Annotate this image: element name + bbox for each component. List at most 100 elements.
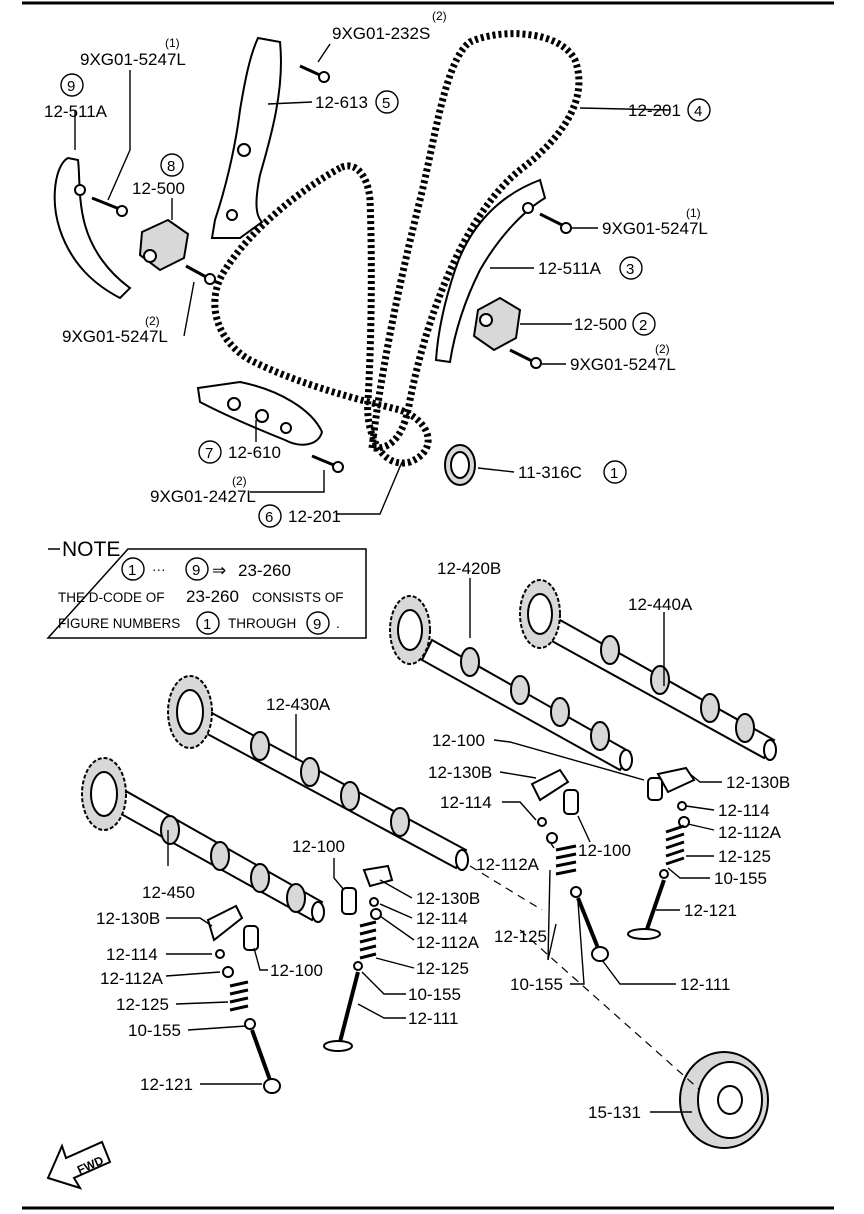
label-100-a: 12-100 [432,731,485,750]
guide-lower-hole-1 [227,397,241,411]
tensioner-right-plunger [479,313,493,327]
label-155-c: 10-155 [408,985,461,1004]
spring-seat-left [222,966,234,978]
label-500-left: 12-500 [132,179,185,198]
bolt-guide-lower [311,454,344,473]
label-5247-topleft: 9XG01-5247L [80,50,186,69]
guide-right-bolt-hole [522,202,534,214]
rocker-arm-middle [362,864,394,888]
camshaft-450 [81,757,325,923]
bolt-upper-left [91,196,128,217]
label-130b-a: 12-130B [428,763,492,782]
spring-seat-center [546,832,558,844]
label-5247-right1: 9XG01-5247L [602,219,708,238]
bolt-tensioner-arm [299,64,330,83]
note-line2-b: 23-260 [186,587,239,606]
label-440a: 12-440A [628,595,693,614]
valve-spring-center [555,844,577,876]
tensioner-arm [210,36,282,239]
note-arrow: ⇒ [212,561,226,580]
label-500-right: 12-500 [574,315,627,334]
note-line3-c: THROUGH [228,616,296,631]
tensioner-left-plunger [143,249,157,263]
fwd-arrow-icon: FWD [46,1140,112,1190]
guide-lower-hole-3 [280,422,292,434]
valve-right [627,879,666,940]
label-125-d: 12-125 [116,995,169,1014]
label-2427: 9XG01-2427L [150,487,256,506]
label-201-top-circ: 4 [694,103,702,120]
label-114-c: 12-114 [416,909,468,928]
guide-left-bolt-hole [74,184,86,196]
label-114-a: 12-114 [440,793,492,812]
bolt-tensioner-right [509,348,542,369]
label-201-bot-circ: 6 [265,509,273,526]
note-line2-c: CONSISTS OF [252,590,344,605]
crankshaft-sprocket [444,444,476,486]
note-line3-b: 1 [203,616,211,633]
label-112a-d: 12-112A [100,969,164,988]
label-511a-left-circ: 9 [67,78,75,95]
label-5247-left2: 9XG01-5247L [62,327,168,346]
label-155-a: 10-155 [714,869,767,888]
tensioner-arm-pivot [237,143,251,157]
camshaft-440a [519,579,777,761]
note-target: 23-260 [238,561,291,580]
rocker-arm-left [206,904,244,942]
note-line2-a: THE D-CODE OF [58,590,165,605]
label-511a-right-circ: 3 [626,261,634,278]
valve-seal-center [570,886,582,898]
crankshaft-pulley [679,1051,769,1149]
label-5247-right2: 9XG01-5247L [570,355,676,374]
label-511a-left: 12-511A [44,102,108,121]
lash-adjuster-center [563,789,579,815]
valve-center [576,897,609,962]
note-box: NOTE 1 ··· 9 ⇒ 23-260 THE D-CODE OF 23-2… [46,538,367,639]
label-610: 12-610 [228,443,281,462]
label-316c: 11-316C [518,463,582,482]
label-5247-right2-sup: (2) [655,342,670,356]
label-121-a: 12-121 [684,901,737,920]
valve-key-middle [369,897,379,907]
label-610-circ: 7 [205,445,213,462]
camshaft-430a [167,675,469,871]
valve-seal-right [659,869,669,879]
label-5247-topleft-sup: (1) [165,36,180,50]
lash-adjuster-right [647,777,663,801]
label-100-c: 12-100 [292,837,345,856]
label-420b: 12-420B [437,559,501,578]
camshaft-420b [389,595,633,772]
valve-spring-left [229,980,249,1012]
label-111-b: 12-111 [408,1009,458,1028]
spring-seat-middle [370,908,382,920]
label-131: 15-131 [588,1103,641,1122]
label-100-b: 12-100 [578,841,631,860]
valve-spring-middle [359,920,377,960]
chain-guide-left [53,156,132,300]
label-201-top: 12-201 [628,101,681,120]
label-112a-b: 12-112A [476,855,540,874]
chain-guide-right [434,178,547,364]
label-125-c: 12-125 [416,959,469,978]
label-130b-d: 12-130B [96,909,160,928]
guide-lower-hole-2 [255,409,269,423]
label-201-bot: 12-201 [288,507,341,526]
note-range-dots: ··· [152,562,166,577]
chain-tensioner-left [138,218,190,272]
note-line3-e: . [336,616,340,631]
note-range-from: 1 [128,562,136,579]
label-111-a: 12-111 [680,975,730,994]
label-5247-right1-sup: (1) [686,206,701,220]
label-125-b: 12-125 [494,927,547,946]
label-112a-c: 12-112A [416,933,480,952]
label-613-circ: 5 [382,95,390,112]
label-114-d: 12-114 [106,945,158,964]
label-114-b: 12-114 [718,801,770,820]
label-125-a: 12-125 [718,847,771,866]
valve-seal-middle [353,961,363,971]
label-511a-right: 12-511A [538,259,602,278]
label-613: 12-613 [315,93,368,112]
label-130b-c: 12-130B [416,889,480,908]
label-130b-b: 12-130B [726,773,790,792]
